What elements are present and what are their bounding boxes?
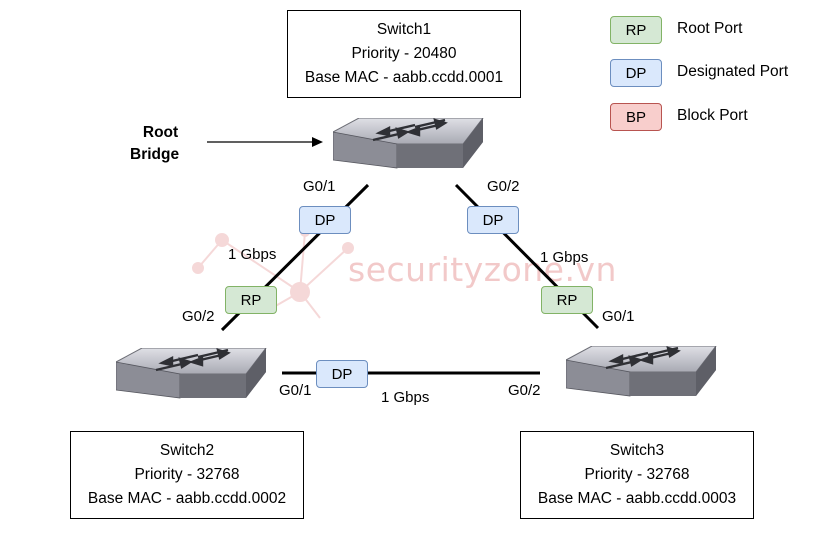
link-right-speed: 1 Gbps: [540, 249, 589, 266]
sw2-g0-1-label: G0/1: [279, 382, 312, 399]
link-left-speed: 1 Gbps: [228, 246, 277, 263]
legend-bp-badge: BP: [610, 103, 662, 131]
switch2-icon: [116, 348, 268, 400]
legend-bp-label: Block Port: [677, 107, 748, 124]
root-bridge-arrow-head: [312, 137, 323, 147]
sw1-g0-1-label: G0/1: [303, 178, 336, 195]
switch2-name: Switch2: [159, 442, 215, 459]
switch3-info-box: Switch3 Priority - 32768 Base MAC - aabb…: [520, 431, 754, 519]
switch1-priority: Priority - 20480: [351, 45, 457, 62]
switch2-mac: Base MAC - aabb.ccdd.0002: [87, 490, 287, 507]
sw3-top-port-role: RP: [541, 286, 593, 314]
switch3-name: Switch3: [609, 442, 665, 459]
switch2-info-box: Switch2 Priority - 32768 Base MAC - aabb…: [70, 431, 304, 519]
switch3-icon: [566, 346, 718, 398]
sw2-right-port-role: DP: [316, 360, 368, 388]
sw3-g0-1-label: G0/1: [602, 308, 635, 325]
sw1-g0-2-label: G0/2: [487, 178, 520, 195]
root-bridge-label: Root Bridge: [130, 124, 180, 163]
sw1-left-port-role: DP: [299, 206, 351, 234]
sw2-top-port-role: RP: [225, 286, 277, 314]
switch1-mac: Base MAC - aabb.ccdd.0001: [304, 69, 504, 86]
legend-dp-badge: DP: [610, 59, 662, 87]
sw2-g0-2-label: G0/2: [182, 308, 215, 325]
switch2-priority: Priority - 32768: [134, 466, 240, 483]
link-bottom-speed: 1 Gbps: [381, 389, 430, 406]
sw1-right-port-role: DP: [467, 206, 519, 234]
switch1-name: Switch1: [376, 21, 432, 38]
legend-dp-label: Designated Port: [677, 63, 789, 80]
switch3-priority: Priority - 32768: [584, 466, 690, 483]
sw3-g0-2-label: G0/2: [508, 382, 541, 399]
switch3-mac: Base MAC - aabb.ccdd.0003: [537, 490, 737, 507]
legend-rp-badge: RP: [610, 16, 662, 44]
watermark-text: securityzone.vn: [348, 250, 617, 289]
switch1-info-box: Switch1 Priority - 20480 Base MAC - aabb…: [287, 10, 521, 98]
switch1-icon: [333, 118, 485, 170]
legend-rp-label: Root Port: [677, 20, 743, 37]
